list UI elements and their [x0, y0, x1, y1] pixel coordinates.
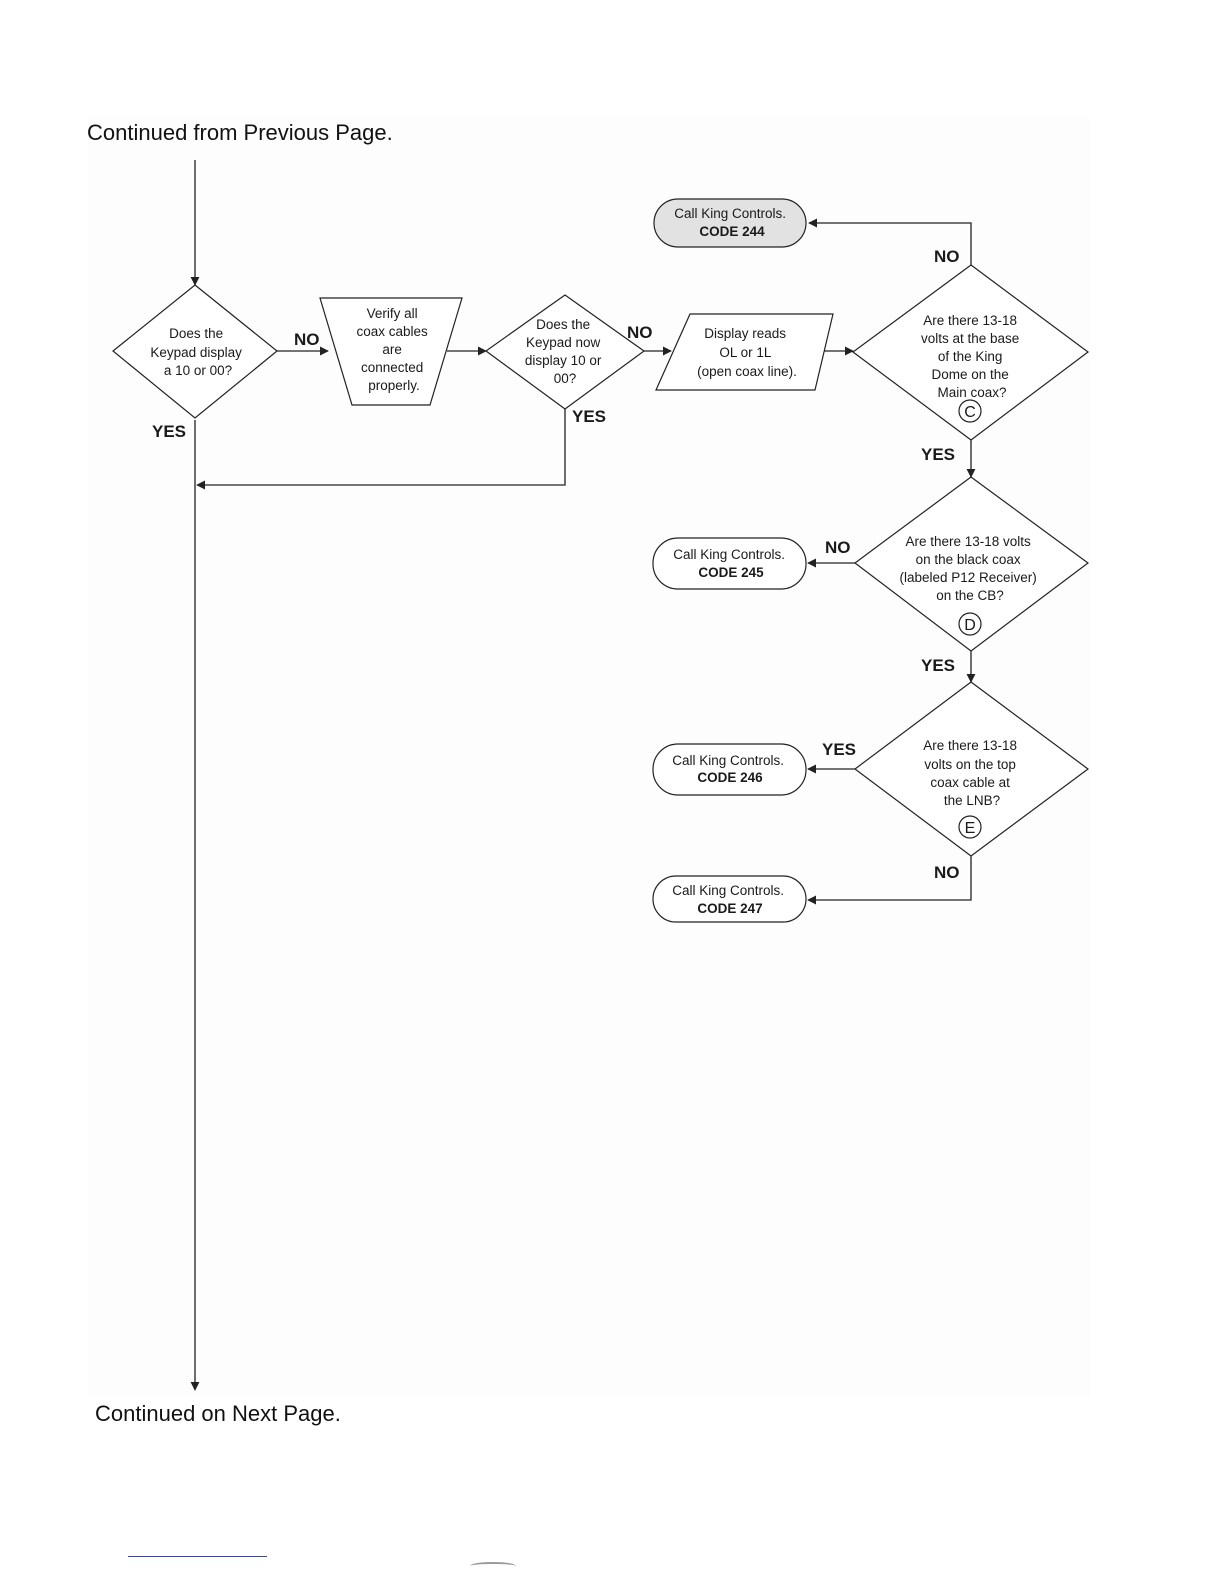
connectors [190, 160, 976, 1391]
terminal-code-247 [652, 875, 807, 923]
terminal-code-246-text: Call King Controls. CODE 246 [672, 753, 788, 785]
label-dd-no: NO [825, 538, 851, 557]
terminal-code-245 [652, 537, 807, 590]
marker-d-label: D [964, 617, 976, 634]
footer-mark [470, 1562, 516, 1570]
footer-rule [128, 1556, 267, 1557]
marker-c-circle [958, 399, 982, 423]
decision-keypad-now-text: Does the Keypad now display 10 or 00? [525, 317, 605, 386]
continued-on-next-label: Continued on Next Page. [95, 1401, 341, 1426]
terminal-code-245-text: Call King Controls. CODE 245 [673, 547, 789, 580]
connector-dE-no [807, 856, 972, 905]
connector-d2-yes [196, 409, 566, 490]
label-de-yes: YES [822, 740, 856, 759]
decision-main-coax [851, 264, 1090, 441]
marker-c-label: C [964, 404, 976, 421]
manual-verify-coax [319, 297, 463, 406]
terminal-code-244 [653, 198, 807, 248]
label-d1-yes: YES [152, 422, 186, 441]
decision-top-coax-text: Are there 13-18 volts on the top coax ca… [923, 738, 1021, 808]
label-de-no: NO [934, 863, 960, 882]
connector-dC-no [808, 218, 972, 265]
label-dd-yes: YES [921, 656, 955, 675]
manual-verify-coax-text: Verify all coax cables are connected pro… [356, 306, 431, 393]
terminal-code-244-text: Call King Controls. CODE 244 [674, 206, 790, 239]
label-d1-no: NO [294, 330, 320, 349]
decision-top-coax [854, 681, 1090, 857]
decision-keypad-display [112, 284, 278, 419]
decision-black-coax-text: Are there 13-18 volts on the black coax … [899, 534, 1040, 603]
marker-e-label: E [965, 820, 976, 837]
decision-black-coax [853, 476, 1090, 652]
marker-d-circle [958, 612, 982, 636]
label-d2-no: NO [627, 323, 653, 342]
data-display-reads [655, 313, 834, 391]
terminal-code-247-text: Call King Controls. CODE 247 [672, 883, 788, 916]
data-display-reads-text: Display reads OL or 1L (open coax line). [697, 326, 797, 379]
decision-keypad-now [484, 294, 646, 410]
marker-e-circle [958, 815, 982, 839]
label-dc-no: NO [934, 247, 960, 266]
label-dc-yes: YES [921, 445, 955, 464]
label-d2-yes: YES [572, 407, 606, 426]
decision-keypad-display-text: Does the Keypad display a 10 or 00? [150, 326, 245, 378]
continued-from-previous-label: Continued from Previous Page. [87, 120, 393, 145]
terminal-code-246 [652, 743, 807, 796]
decision-main-coax-text: Are there 13-18 volts at the base of the… [921, 313, 1023, 400]
